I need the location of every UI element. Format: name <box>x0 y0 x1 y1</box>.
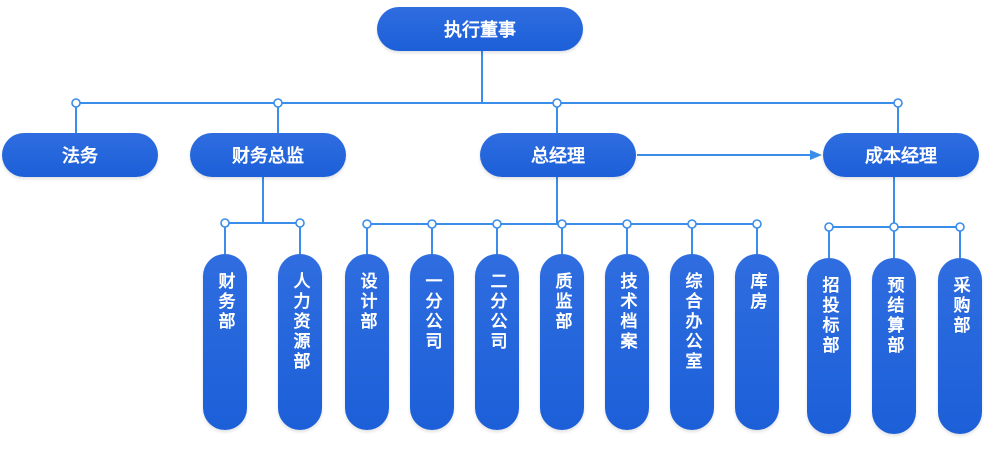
node-branch-2: 二分公司 <box>475 254 519 430</box>
node-bidding-dept: 招投标部 <box>807 258 851 434</box>
node-design-dept: 设计部 <box>345 254 389 430</box>
node-branch-1: 一分公司 <box>410 254 454 430</box>
node-label: 人力资源部 <box>289 272 310 372</box>
node-quality-dept: 质监部 <box>540 254 584 430</box>
node-label: 采购部 <box>949 276 970 336</box>
node-procurement-dept: 采购部 <box>938 258 982 434</box>
node-label: 执行董事 <box>444 20 516 41</box>
node-label: 库房 <box>746 272 767 312</box>
node-legal: 法务 <box>2 133 158 177</box>
node-general-office: 综合办公室 <box>670 254 714 430</box>
node-label: 二分公司 <box>486 272 507 352</box>
node-finance-dept: 财务部 <box>203 254 247 430</box>
node-general-manager: 总经理 <box>480 133 636 177</box>
node-label: 技术档案 <box>616 272 637 352</box>
node-label: 综合办公室 <box>681 272 702 372</box>
node-tech-archive: 技术档案 <box>605 254 649 430</box>
node-executive-director: 执行董事 <box>377 7 583 51</box>
node-label: 招投标部 <box>818 276 839 356</box>
node-label: 财务部 <box>214 272 235 332</box>
node-finance-director: 财务总监 <box>190 133 346 177</box>
node-label: 财务总监 <box>232 146 304 167</box>
node-label: 总经理 <box>531 146 585 167</box>
node-label: 一分公司 <box>421 272 442 352</box>
node-label: 设计部 <box>356 272 377 332</box>
node-label: 法务 <box>62 146 98 167</box>
node-hr-dept: 人力资源部 <box>278 254 322 430</box>
node-label: 成本经理 <box>865 146 937 167</box>
node-label: 预结算部 <box>883 276 904 356</box>
node-budget-settlement-dept: 预结算部 <box>872 258 916 434</box>
node-cost-manager: 成本经理 <box>823 133 979 177</box>
node-warehouse: 库房 <box>735 254 779 430</box>
node-label: 质监部 <box>551 272 572 332</box>
